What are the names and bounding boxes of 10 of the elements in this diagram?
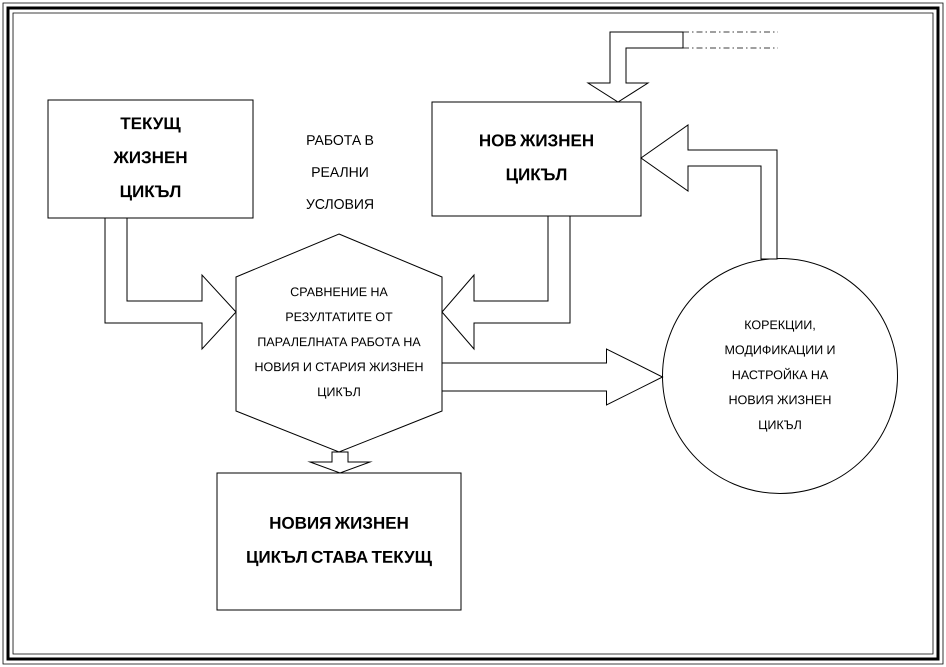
block-arrow	[307, 452, 373, 474]
block-arrow	[586, 32, 684, 103]
note-text: РАБОТА В РЕАЛНИ УСЛОВИЯ	[306, 135, 374, 209]
block-arrow	[442, 348, 664, 406]
block-arrow	[104, 218, 237, 350]
process-box: НОВИЯ ЖИЗНЕН ЦИКЪЛ СТАВА ТЕКУЩ	[216, 472, 462, 610]
process-box: ТЕКУЩ ЖИЗНЕН ЦИКЪЛ	[48, 100, 254, 218]
process-box: НОВ ЖИЗНЕН ЦИКЪЛ	[432, 102, 642, 216]
block-arrow	[640, 124, 778, 260]
block-arrow	[441, 216, 570, 350]
